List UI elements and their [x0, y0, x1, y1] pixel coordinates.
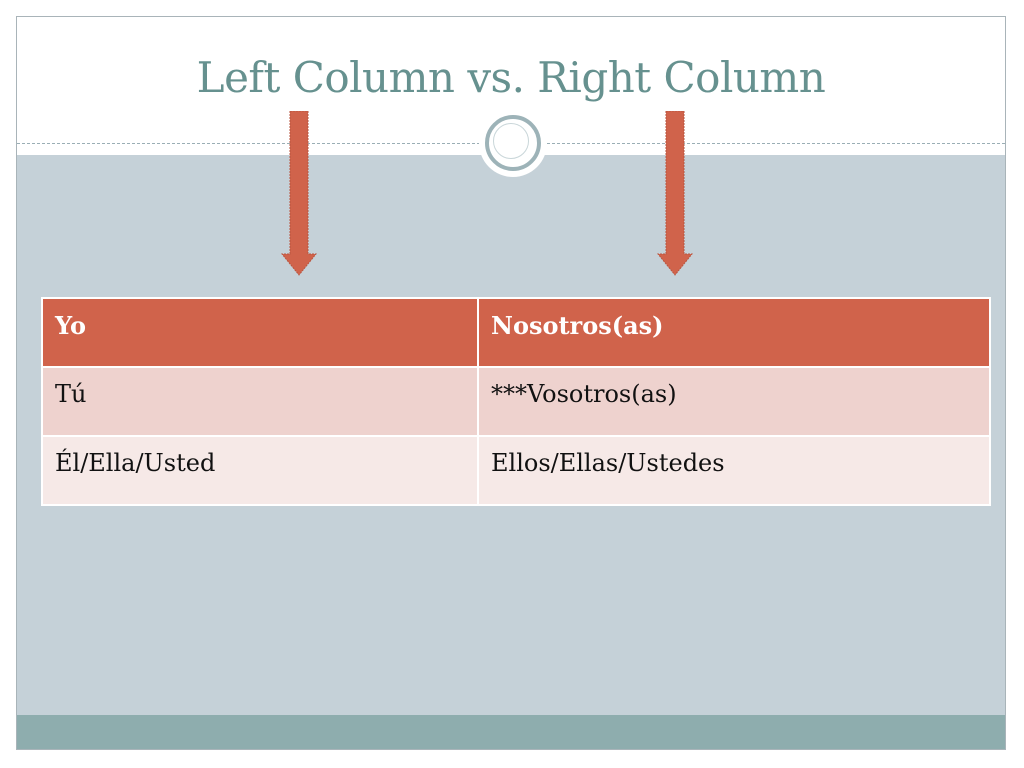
right-down-arrow-icon — [657, 111, 693, 276]
footer-bar — [17, 715, 1005, 749]
table-cell: Nosotros(as) — [477, 297, 991, 368]
pronoun-table: Yo Nosotros(as) Tú ***Vosotros(as) Él/El… — [41, 297, 991, 506]
table-cell: ***Vosotros(as) — [477, 366, 991, 437]
table-cell: Tú — [41, 366, 479, 437]
slide: Left Column vs. Right Column Yo Nosotros… — [16, 16, 1006, 750]
table-row: Tú ***Vosotros(as) — [41, 366, 991, 437]
left-down-arrow-icon — [281, 111, 317, 276]
ring-ornament-icon — [479, 109, 547, 177]
table-row: Él/Ella/Usted Ellos/Ellas/Ustedes — [41, 435, 991, 506]
table-row: Yo Nosotros(as) — [41, 297, 991, 368]
table-cell: Él/Ella/Usted — [41, 435, 479, 506]
ring-inner — [485, 115, 541, 171]
slide-title: Left Column vs. Right Column — [196, 53, 826, 102]
table-cell: Yo — [41, 297, 479, 368]
table-cell: Ellos/Ellas/Ustedes — [477, 435, 991, 506]
